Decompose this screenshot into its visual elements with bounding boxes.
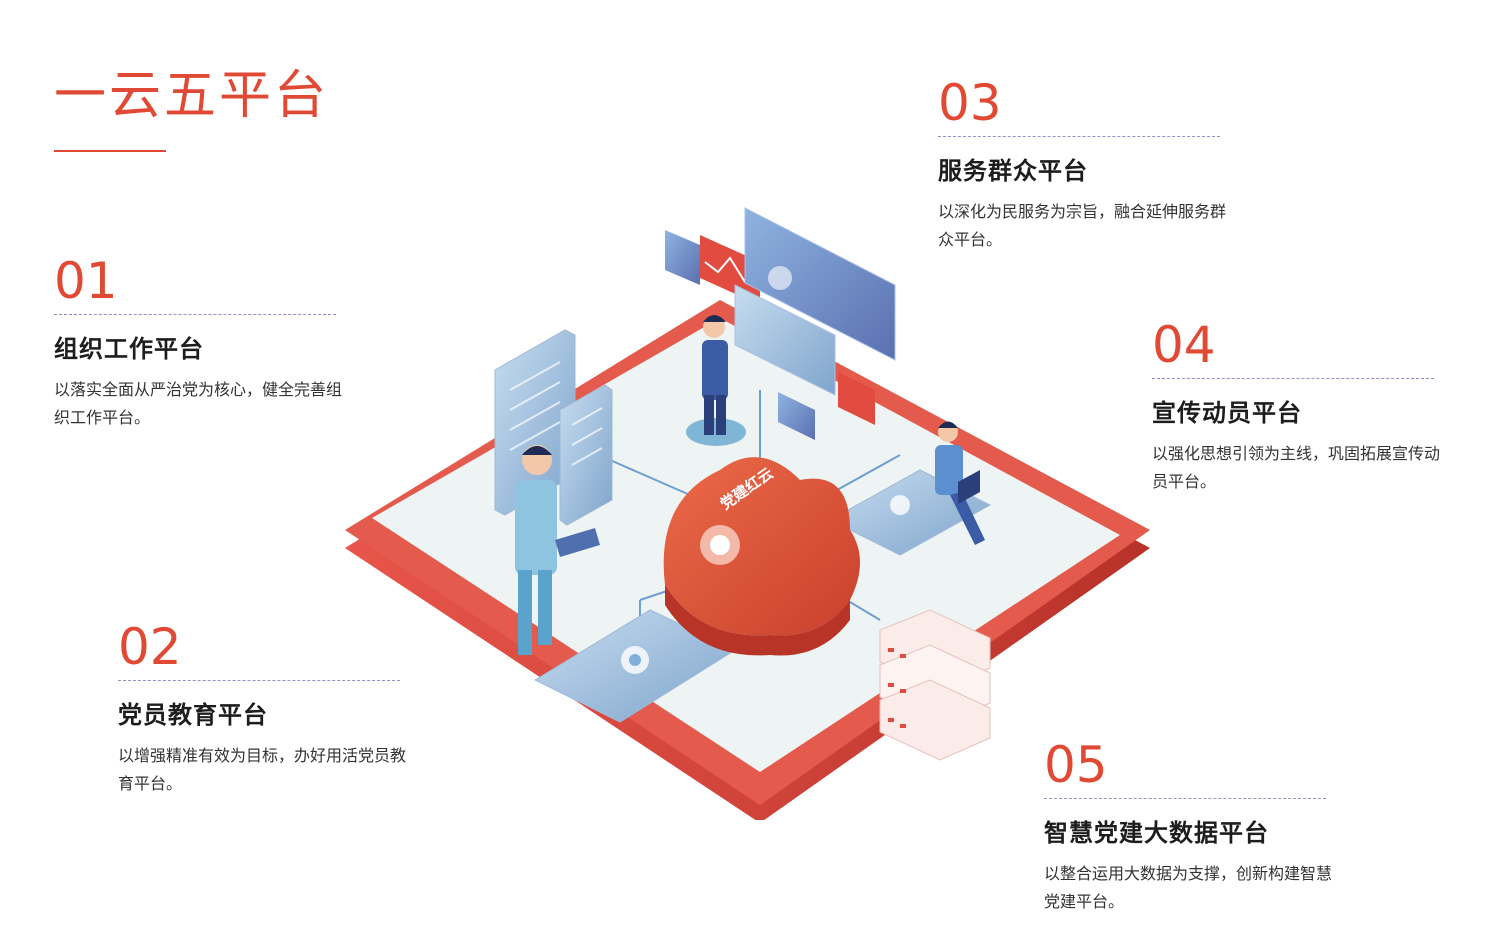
platform-block-05: 05 智慧党建大数据平台 以整合运用大数据为支撑，创新构建智慧党建平台。: [1044, 740, 1334, 916]
platform-description: 以落实全面从严治党为核心，健全完善组织工作平台。: [54, 380, 343, 427]
person-laptop: [828, 421, 992, 556]
dashed-divider: [118, 680, 400, 681]
platform-name: 党员教育平台: [118, 701, 268, 729]
platform-number: 02: [118, 618, 182, 676]
person-presenter: [686, 315, 746, 446]
platform-name: 组织工作平台: [54, 335, 204, 363]
floating-dashboards: [665, 207, 896, 440]
dashed-divider: [1152, 378, 1434, 379]
platform-name: 智慧党建大数据平台: [1044, 819, 1269, 847]
person-tablet: [515, 445, 600, 655]
platform-block-01: 01 组织工作平台 以落实全面从严治党为核心，健全完善组织工作平台。: [54, 256, 344, 432]
platform-description: 以增强精准有效为目标，办好用活党员教育平台。: [118, 746, 407, 793]
page-title: 一云五平台: [54, 66, 330, 126]
platform-block-04: 04 宣传动员平台 以强化思想引领为主线，巩固拓展宣传动员平台。: [1152, 320, 1442, 496]
phone-devices: [494, 329, 613, 526]
platform-description: 以深化为民服务为宗旨，融合延伸服务群众平台。: [938, 202, 1227, 249]
platform-block-02: 02 党员教育平台 以增强精准有效为目标，办好用活党员教育平台。: [118, 622, 408, 798]
dashed-divider: [938, 136, 1220, 137]
platform-number: 05: [1044, 736, 1108, 794]
platform-number: 01: [54, 252, 118, 310]
dashed-divider: [54, 314, 336, 315]
title-underline: [54, 150, 166, 152]
isometric-platform-illustration: 党建红云: [345, 207, 1150, 820]
red-cloud-icon: 党建红云: [663, 457, 860, 656]
platform-number: 04: [1152, 316, 1216, 374]
platform-description: 以整合运用大数据为支撑，创新构建智慧党建平台。: [1044, 864, 1333, 911]
platform-description: 以强化思想引领为主线，巩固拓展宣传动员平台。: [1152, 444, 1441, 491]
platform-name: 服务群众平台: [938, 157, 1088, 185]
platform-name: 宣传动员平台: [1152, 399, 1302, 427]
server-rack-icon: [879, 609, 991, 761]
platform-number: 03: [938, 74, 1002, 132]
platform-block-03: 03 服务群众平台 以深化为民服务为宗旨，融合延伸服务群众平台。: [938, 78, 1228, 254]
dashed-divider: [1044, 798, 1326, 799]
